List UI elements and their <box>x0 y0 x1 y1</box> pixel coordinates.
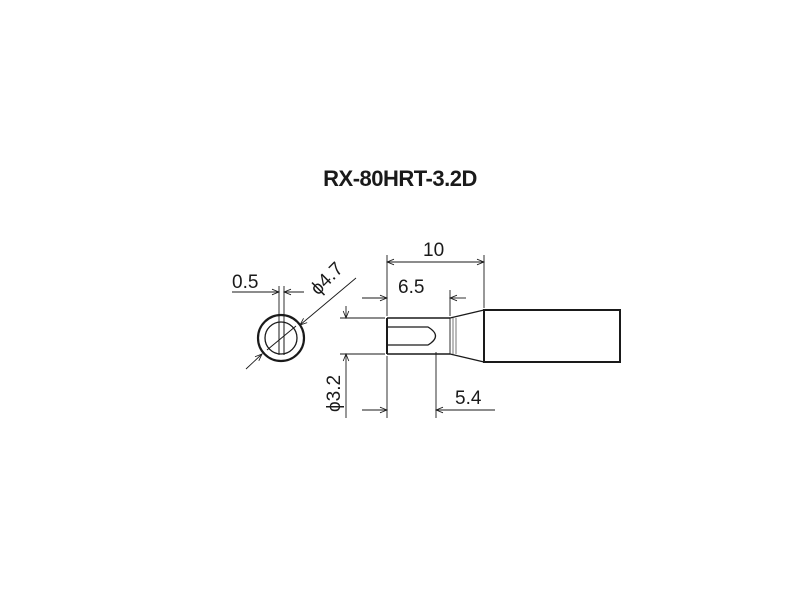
end-view <box>232 277 357 370</box>
end-view-inner-circle <box>264 321 298 355</box>
end-view-outer-circle <box>256 313 306 363</box>
end-view-diagonal <box>266 325 297 351</box>
model-title: RX-80HRT-3.2D <box>323 166 477 191</box>
diameter-leader-line <box>300 277 357 325</box>
side-view <box>340 255 621 418</box>
taper-upper-edge <box>449 309 485 319</box>
chisel-flat-curve <box>387 326 437 346</box>
tip-diameter-label: ϕ3.2 <box>324 375 345 412</box>
taper-lower-edge <box>449 353 485 363</box>
overall-length-label: 10 <box>423 240 444 261</box>
diameter-leader-line-lower <box>245 354 262 370</box>
shaft-body <box>483 309 621 363</box>
end-thickness-label: 0.5 <box>232 272 258 293</box>
outer-diameter-label: ϕ4.7 <box>307 258 348 299</box>
tip-length-label: 6.5 <box>398 277 424 298</box>
flat-length-label: 5.4 <box>455 388 482 409</box>
